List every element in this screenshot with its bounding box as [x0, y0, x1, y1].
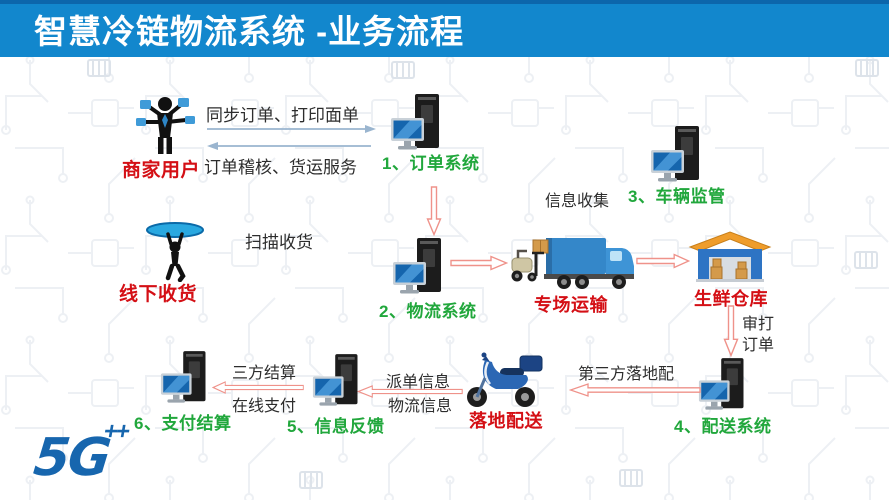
info-collect-text: 信息收集: [545, 193, 610, 210]
order-system-label: 1、订单系统: [382, 154, 480, 173]
offline-receive-label: 线下收货: [119, 284, 198, 305]
review-print-text-line2: 订单: [742, 337, 775, 354]
scan-receive-text: 扫描收货: [245, 233, 313, 252]
info-feedback-label: 5、信息反馈: [287, 417, 385, 436]
warehouse-icon: [688, 231, 772, 282]
logistics-system-label: 2、物流系统: [379, 302, 477, 321]
flow-arrow-down-icon: [723, 305, 739, 357]
order-audit-text: 订单稽核、货运服务: [204, 158, 357, 177]
third-party-delivery-text: 第三方落地配: [578, 366, 675, 383]
flow-arrow-right-icon: [450, 255, 508, 271]
server-computer-icon: [391, 94, 439, 150]
5g-logo: 5G ++: [28, 418, 138, 496]
merchant-user-label: 商家用户: [122, 160, 201, 181]
sync-order-text: 同步订单、打印面单: [206, 106, 359, 125]
server-computer-icon: [312, 354, 358, 406]
page-title: 智慧冷链物流系统 -业务流程: [34, 13, 465, 50]
hanging-person-icon: [146, 222, 204, 282]
busy-person-icon: [136, 97, 195, 154]
5g-logo-text: 5G: [30, 428, 113, 488]
dispatch-info-text: 派单信息: [386, 374, 451, 391]
review-print-text-line1: 审打: [742, 316, 775, 333]
third-party-settle-text: 三方结算: [232, 365, 297, 382]
scooter-icon: [467, 352, 543, 407]
header-bar: 智慧冷链物流系统 -业务流程: [0, 0, 889, 57]
ground-delivery-label: 落地配送: [469, 411, 543, 431]
payment-settlement-label: 6、支付结算: [134, 414, 232, 433]
arrow-left-thin-icon: [207, 142, 371, 150]
logistics-info-text: 物流信息: [388, 398, 453, 415]
flow-arrow-right-icon: [636, 253, 690, 269]
server-computer-icon: [698, 358, 744, 410]
server-computer-icon: [160, 351, 206, 403]
server-computer-icon: [393, 238, 441, 294]
flow-arrow-left-icon: [357, 385, 463, 398]
5g-logo-plus: ++: [101, 418, 131, 445]
server-computer-icon: [651, 126, 699, 182]
flow-arrow-left-icon: [569, 383, 701, 397]
flow-arrow-left-icon: [212, 381, 304, 394]
arrow-right-thin-icon: [207, 125, 376, 133]
vehicle-monitor-label: 3、车辆监管: [628, 187, 726, 206]
special-transport-label: 专场运输: [534, 295, 608, 315]
fresh-warehouse-label: 生鲜仓库: [694, 289, 768, 309]
truck-forklift-icon: [511, 238, 634, 289]
delivery-system-label: 4、配送系统: [674, 417, 772, 436]
flow-arrow-down-icon: [426, 186, 442, 236]
online-payment-text: 在线支付: [232, 398, 297, 415]
